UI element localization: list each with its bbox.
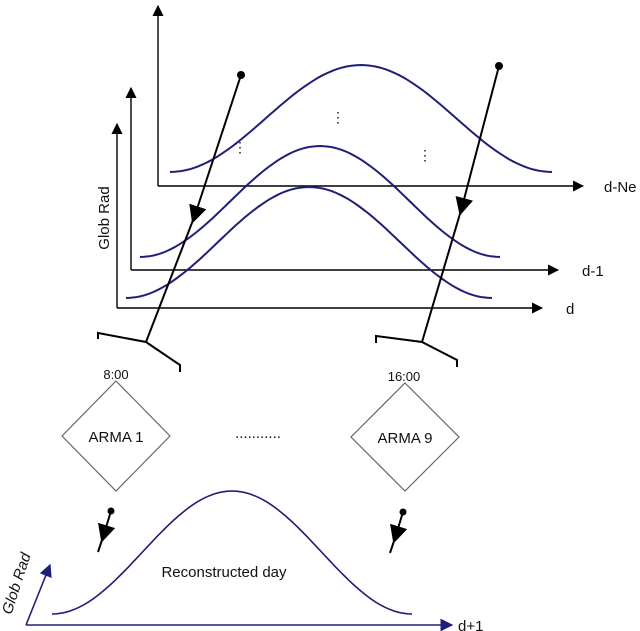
axes-d-1 — [125, 86, 560, 276]
label-d-ne: d-Ne — [604, 179, 637, 196]
time-label-16h: 16:00 — [388, 369, 421, 384]
bracket-8h — [97, 331, 181, 372]
sampling-arrow-8h — [189, 74, 242, 224]
output-arrow-1-tail — [97, 533, 105, 553]
sampling-stem-8h — [145, 214, 196, 343]
ellipsis-center: ⋮ — [331, 109, 345, 125]
output-arrow-arma-9 — [389, 508, 408, 554]
output-arrow-9-head — [390, 511, 408, 544]
sampling-stem-16h — [421, 206, 463, 343]
label-d-1: d-1 — [582, 263, 604, 280]
irradiance-curve-d-ne — [169, 63, 553, 173]
irradiance-curve-d-1 — [139, 144, 501, 258]
bracket-16h — [375, 334, 458, 367]
reconstructed-curve — [51, 490, 413, 615]
arma-9-diamond — [350, 382, 460, 492]
label-d-plus-1: d+1 — [458, 618, 483, 631]
arma-9-label: ARMA 9 — [377, 430, 432, 447]
sampling-arrow-16h — [455, 65, 500, 216]
models-ellipsis: ........... — [235, 425, 281, 442]
time-label-8h: 8:00 — [103, 367, 128, 382]
axes-d-ne — [152, 4, 585, 192]
arma-1-node: ARMA 1 — [61, 380, 171, 492]
output-arrow-arma-1 — [97, 507, 116, 553]
irradiance-curve-d — [125, 185, 493, 299]
y-axis-label-bottom: Glob Rad — [0, 550, 35, 616]
output-arrow-9-tail — [389, 534, 397, 554]
label-d: d — [566, 301, 574, 318]
axes-d — [111, 122, 544, 314]
arma-9-node: ARMA 9 — [350, 382, 460, 492]
reconstructed-day-caption: Reconstructed day — [161, 564, 287, 581]
ellipsis-right: ⋮ — [418, 147, 432, 163]
arma-1-label: ARMA 1 — [88, 429, 143, 446]
arma-1-diamond — [61, 380, 171, 492]
bottom-axes — [25, 563, 454, 631]
y-axis-label-top: Glob Rad — [96, 186, 113, 249]
ellipsis-left: ⋮ — [233, 139, 247, 155]
sampling-line-16h — [375, 62, 503, 367]
bottom-y-axis — [25, 563, 52, 626]
sampling-line-8h — [97, 71, 245, 372]
output-arrow-1-head — [98, 510, 116, 543]
